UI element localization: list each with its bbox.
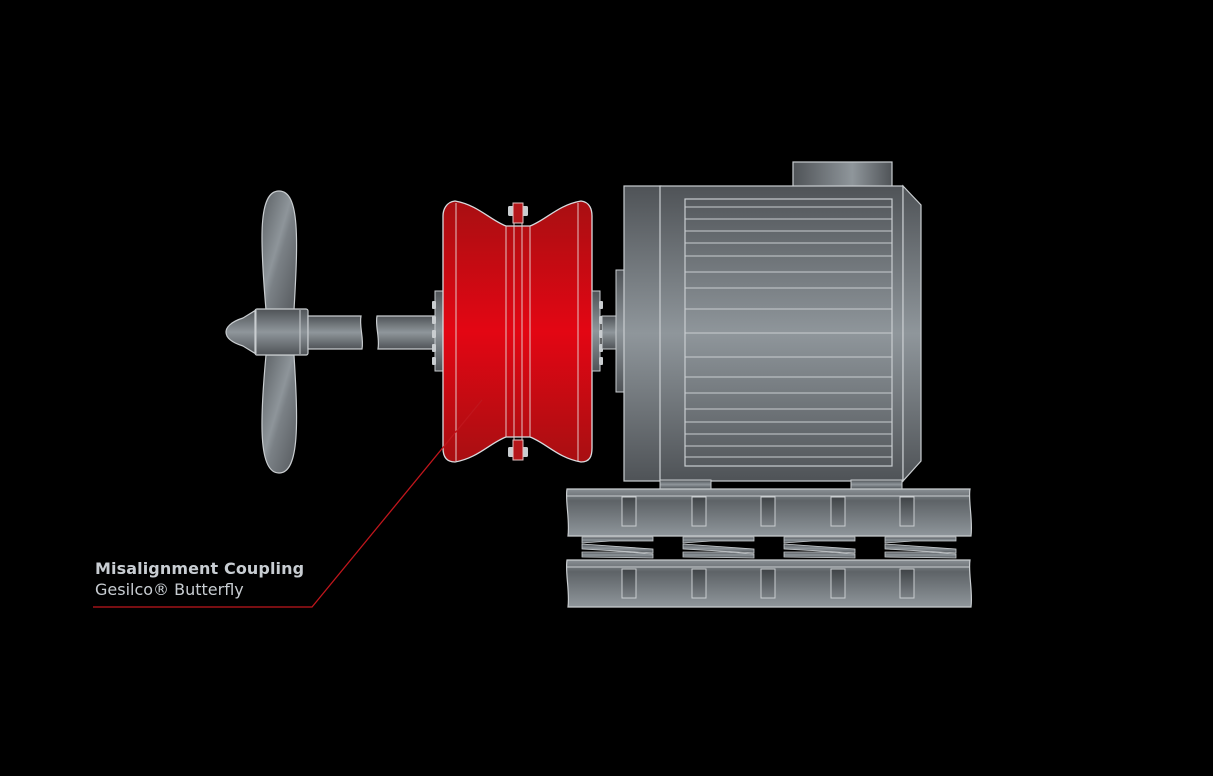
- callout-title: Misalignment Coupling: [95, 559, 305, 578]
- motor-end-plate: [615, 269, 625, 393]
- motor-terminal-box: [792, 161, 893, 188]
- motor-rear-cap: [902, 184, 922, 483]
- spring-mounted-base: [565, 488, 973, 608]
- propeller-blade-top: [261, 190, 298, 311]
- spring-3: [783, 536, 856, 559]
- spring-1: [581, 536, 654, 559]
- coupling-body: [442, 200, 593, 463]
- motor-front-bell: [623, 185, 662, 482]
- propeller-blade-bottom: [261, 354, 298, 474]
- callout-subtitle: Gesilco® Butterfly: [95, 580, 244, 599]
- callout-leader-line: [93, 399, 483, 608]
- coupling-left-flange: [432, 290, 445, 372]
- motor-foot-left: [659, 479, 712, 490]
- propeller-nose-cone: [225, 308, 257, 356]
- upper-rail-slots: [621, 496, 915, 527]
- callout-label: Misalignment Coupling Gesilco® Butterfly: [95, 558, 304, 600]
- drive-shaft: [307, 315, 437, 350]
- shaft-left-segment: [307, 315, 364, 350]
- spring-2: [682, 536, 755, 559]
- spring-4: [884, 536, 957, 559]
- motor-foot-right: [850, 479, 903, 490]
- propeller: [225, 190, 309, 474]
- coupling-right-flange: [591, 269, 625, 393]
- electric-motor: [623, 161, 922, 490]
- misalignment-coupling: [442, 200, 593, 463]
- motor-cooling-fins: [685, 206, 892, 458]
- lower-rail-slots: [621, 568, 915, 599]
- shaft-right-segment: [375, 315, 437, 350]
